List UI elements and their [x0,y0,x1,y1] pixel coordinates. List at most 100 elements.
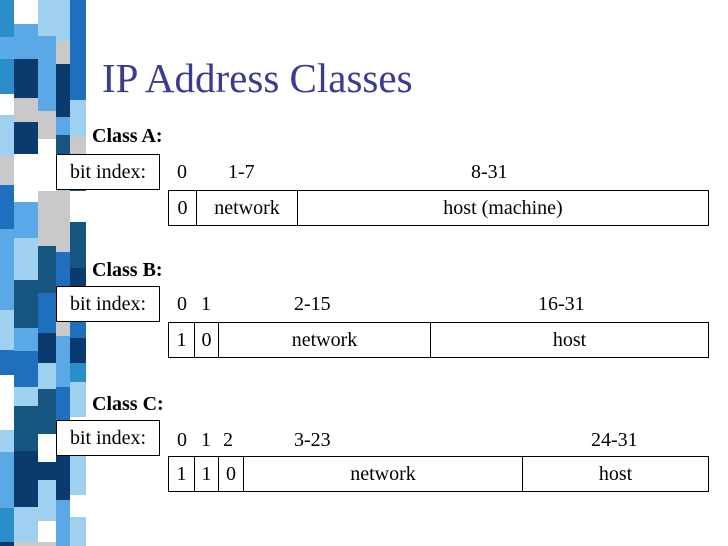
stripe-block [0,229,14,266]
stripe-block [0,430,14,452]
class-b-index-16-31: 16-31 [538,293,585,315]
class-b-bit-index-label: bit index: [56,286,160,322]
stripe-block [0,59,14,94]
stripe-block [38,246,56,293]
stripe-block [70,517,86,546]
stripe-block [56,181,70,225]
stripe-block [14,507,38,542]
class-c-index-0: 0 [177,429,187,451]
stripe-block [14,328,38,351]
class-b-label: Class B: [92,259,163,281]
class-a-field-network: network [197,191,298,225]
stripe-block [14,387,38,406]
stripe-block [0,375,14,430]
class-c-field-prefix-bit-1b: 1 [195,457,219,491]
stripe-block [0,156,14,185]
class-b-field-prefix-bit-1: 1 [169,323,195,357]
stripe-block [70,66,86,100]
stripe-block [0,350,14,375]
stripe-block [38,333,56,363]
class-a-index-8-31: 8-31 [471,161,508,183]
class-c-index-3-23: 3-23 [294,429,331,451]
stripe-block [38,521,56,542]
class-c-label: Class C: [92,393,164,415]
stripe-block [14,98,38,122]
page-title: IP Address Classes [102,55,413,101]
stripe-block [38,111,56,139]
stripe-block [38,139,56,191]
class-b-field-prefix-bit-0: 0 [195,323,219,357]
stripe-block [38,462,56,480]
stripe-block [56,500,70,546]
stripe-block [38,389,56,434]
class-b-index-0: 0 [177,293,187,315]
class-a-bit-index-label: bit index: [56,154,160,190]
stripe-block [70,317,86,338]
class-a-label: Class A: [92,125,163,147]
stripe-block [0,0,14,37]
stripe-block [56,41,70,64]
stripe-block [0,310,14,350]
stripe-block [0,115,14,156]
stripe-block [14,122,38,154]
stripe-block [14,280,38,328]
stripe-block [56,252,70,276]
class-c-index-2: 2 [223,429,233,451]
class-a-field-prefix-bit-0: 0 [169,191,197,225]
stripe-block [0,266,14,310]
stripe-block [14,59,38,98]
class-b-index-2-15: 2-15 [294,293,331,315]
stripe-block [14,202,38,238]
stripe-block [14,406,38,451]
stripe-block [56,473,70,500]
class-b-field-host: host [552,329,587,351]
stripe-block [70,363,86,382]
stripe-block [38,64,56,111]
stripe-block [14,0,38,24]
stripe-block [56,0,70,41]
stripe-block [56,387,70,424]
class-b-address-row: 1 0 network host [168,322,709,358]
class-c-bit-index-label: bit index: [56,420,160,456]
class-a-index-1-7: 1-7 [228,161,255,183]
stripe-block [70,456,86,495]
stripe-block [38,36,56,64]
stripe-block [0,508,14,542]
stripe-block [14,351,38,387]
stripe-block [70,0,86,24]
stripe-block [70,222,86,268]
stripe-block [56,64,70,117]
stripe-block [14,24,38,59]
class-a-field-host: host (machine) [443,197,563,219]
stripe-block [38,191,56,246]
stripe-block [0,452,14,508]
stripe-block [70,338,86,363]
stripe-block [56,453,70,473]
stripe-block [0,37,14,59]
stripe-block [56,336,70,387]
stripe-block [38,0,56,36]
stripe-block [38,293,56,333]
stripe-block [38,542,56,546]
class-c-field-prefix-bit-1a: 1 [169,457,195,491]
stripe-block [14,451,38,507]
stripe-block [38,434,56,462]
class-c-address-row: 1 1 0 network host [168,456,709,492]
class-b-field-network: network [219,323,431,357]
stripe-block [14,238,38,280]
stripe-block [38,480,56,521]
stripe-block [0,185,14,229]
decorative-stripe-pattern [0,0,86,546]
class-c-index-24-31: 24-31 [591,429,638,451]
stripe-block [0,542,14,546]
stripe-block [70,24,86,66]
stripe-block [56,225,70,252]
stripe-block [38,363,56,389]
class-a-address-row: 0 network host (machine) [168,190,709,226]
class-c-field-host: host [598,463,633,485]
stripe-block [70,382,86,417]
class-a-index-0: 0 [177,161,187,183]
class-c-index-1: 1 [201,429,211,451]
stripe-block [70,191,86,222]
